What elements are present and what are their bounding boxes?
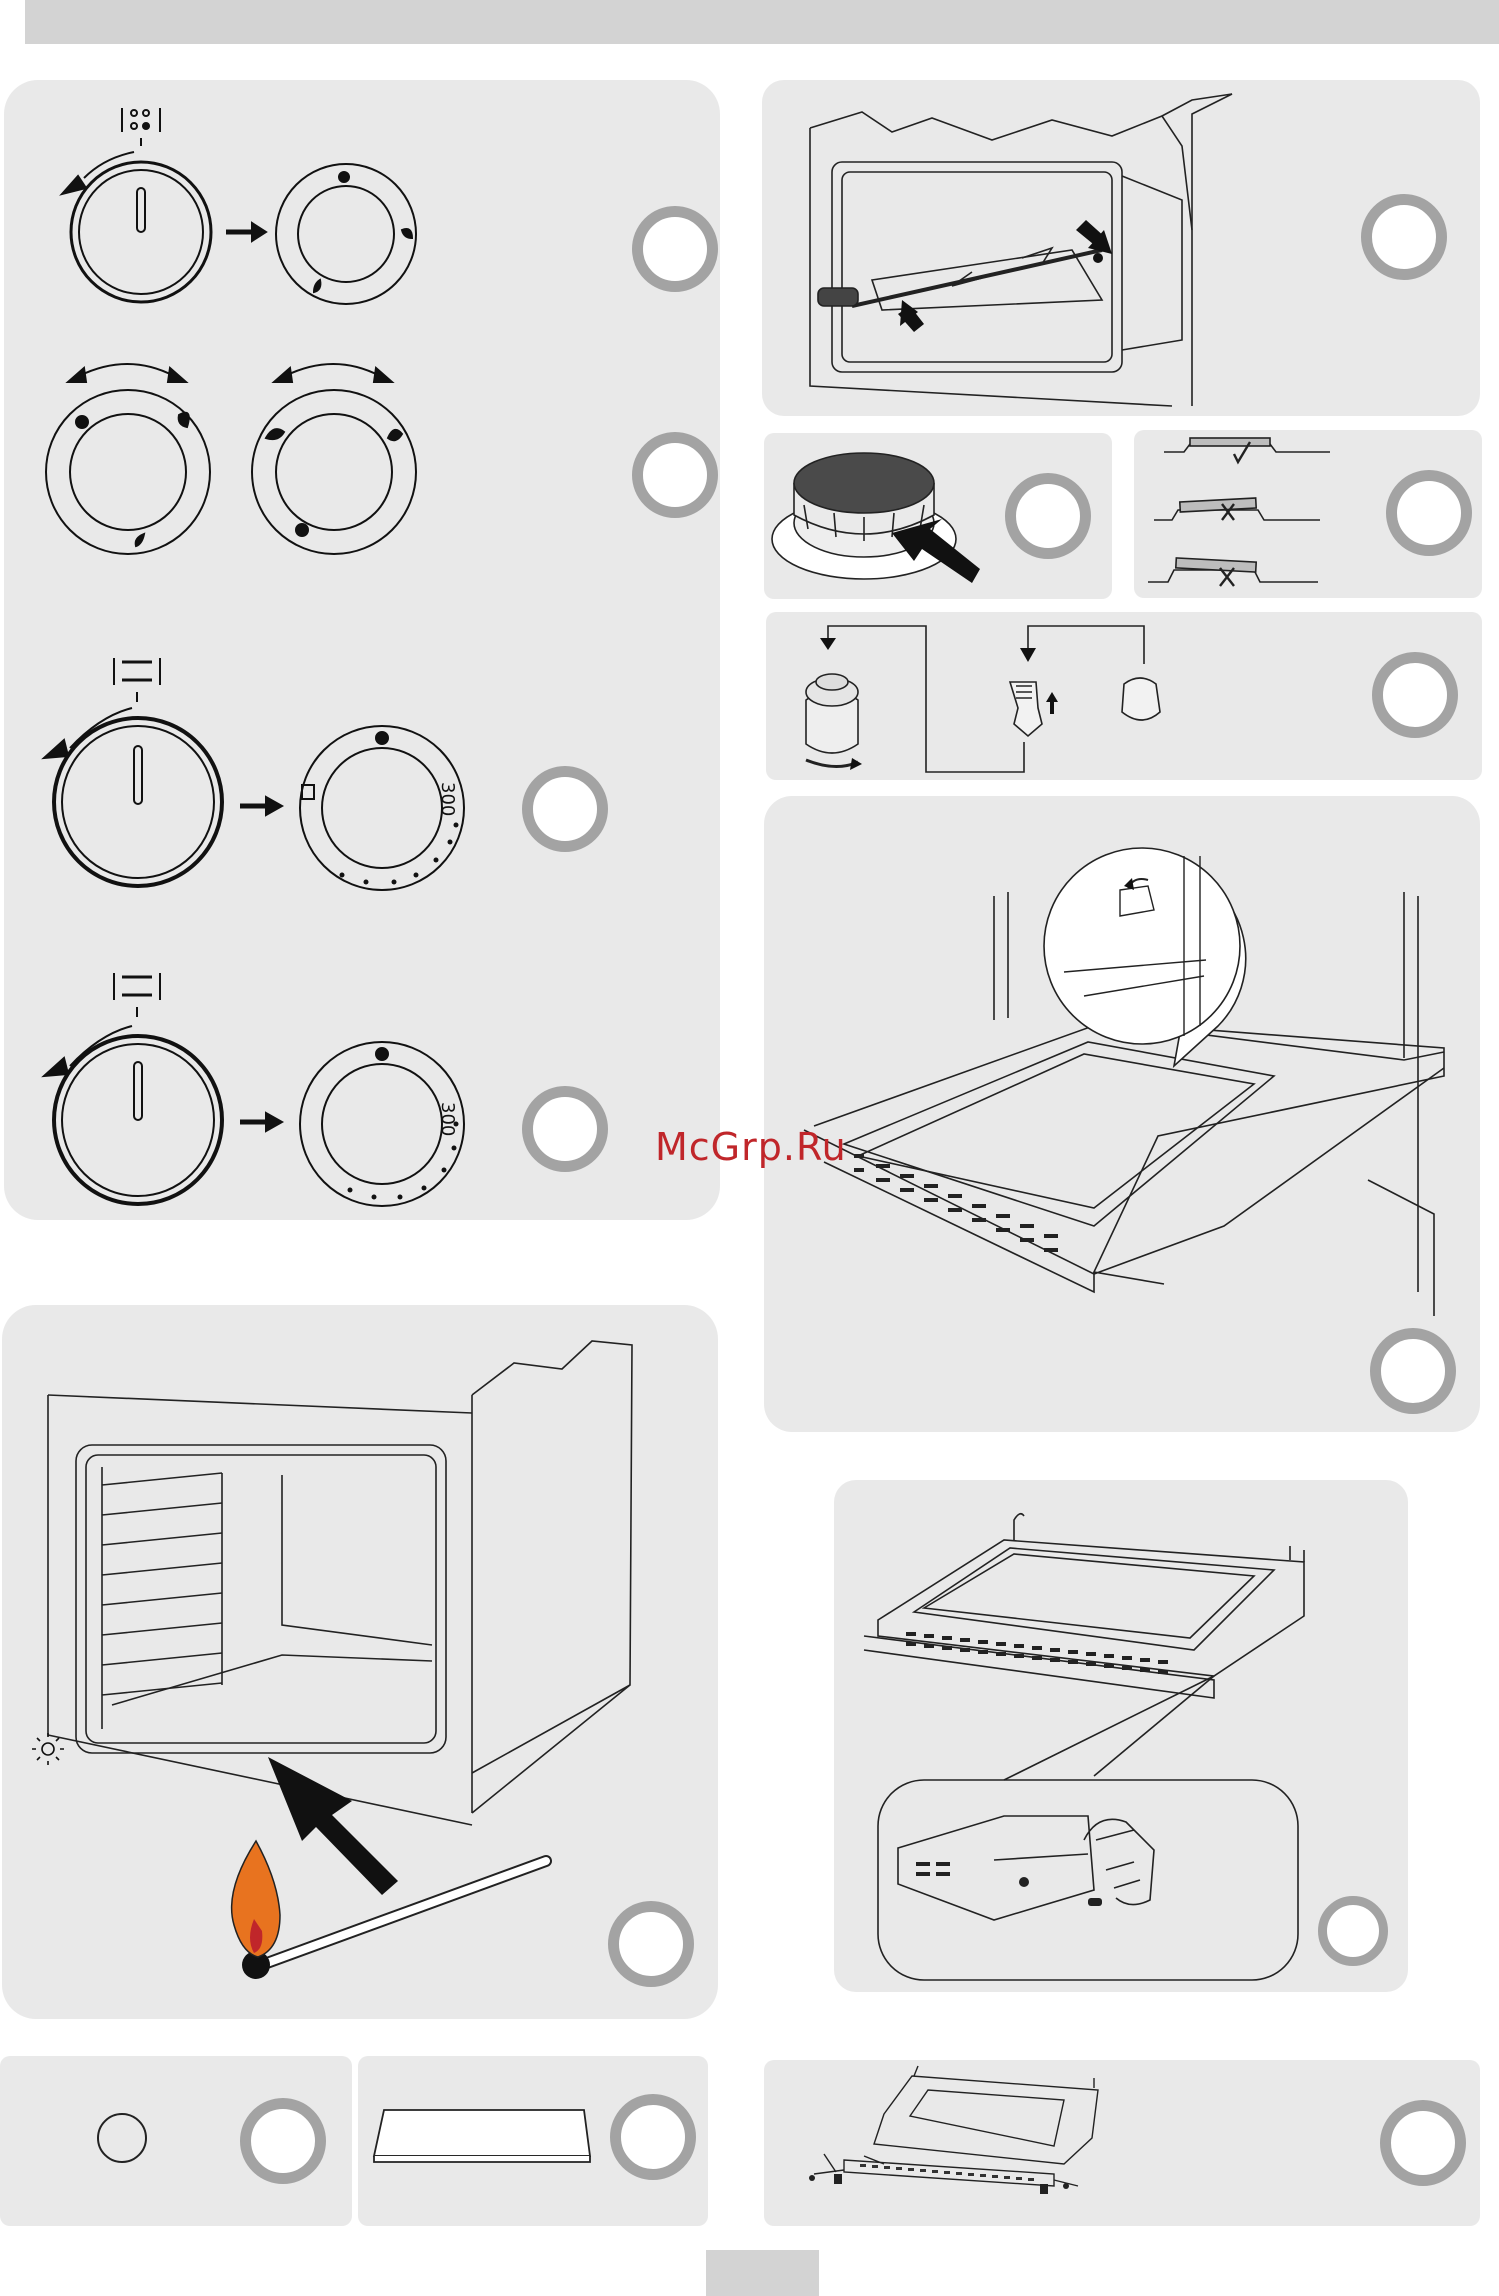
step-circle-1 xyxy=(632,206,718,292)
step-circle-3 xyxy=(522,766,608,852)
dial-temp-label-1: 300 xyxy=(437,782,458,816)
knob-diagrams: 300 300 xyxy=(4,80,720,1220)
lit-match-icon xyxy=(232,1841,546,1979)
header-bar xyxy=(25,0,1499,44)
step-circle-4 xyxy=(522,1086,608,1172)
door-hinge-panel xyxy=(764,796,1480,1432)
page-number-box xyxy=(706,2250,819,2296)
step-circle-13 xyxy=(610,2094,696,2180)
burner-cap-panel xyxy=(764,433,1112,599)
door-disassembly-panel xyxy=(834,1480,1408,1992)
step-circle-11 xyxy=(1318,1896,1388,1966)
burner-selector-icon xyxy=(122,108,160,146)
step-circle-8 xyxy=(1372,652,1458,738)
tray-panel xyxy=(358,2056,708,2226)
circle-symbol-icon xyxy=(98,2114,146,2162)
step-circle-2 xyxy=(632,432,718,518)
step-circle-5 xyxy=(1361,194,1447,280)
oven-selector-icon xyxy=(114,658,160,702)
burner-position-check-panel xyxy=(1134,430,1482,598)
dial-temp-label-2: 300 xyxy=(437,1102,458,1136)
door-exploded-panel xyxy=(764,2060,1480,2226)
step-circle-7 xyxy=(1386,470,1472,556)
step-circle-6 xyxy=(1005,473,1091,559)
knob-instructions-panel: 300 300 xyxy=(4,80,720,1220)
step-circle-14 xyxy=(1380,2100,1466,2186)
step-circle-10 xyxy=(608,1901,694,1987)
oven-ignition-panel xyxy=(2,1305,718,2019)
symbol-panel xyxy=(0,2056,352,2226)
step-circle-9 xyxy=(1370,1328,1456,1414)
watermark-text: McGrp.Ru xyxy=(655,1125,847,1169)
oven-screwdriver-panel xyxy=(762,80,1480,416)
lamp-replacement-panel xyxy=(766,612,1482,780)
step-circle-12 xyxy=(240,2098,326,2184)
